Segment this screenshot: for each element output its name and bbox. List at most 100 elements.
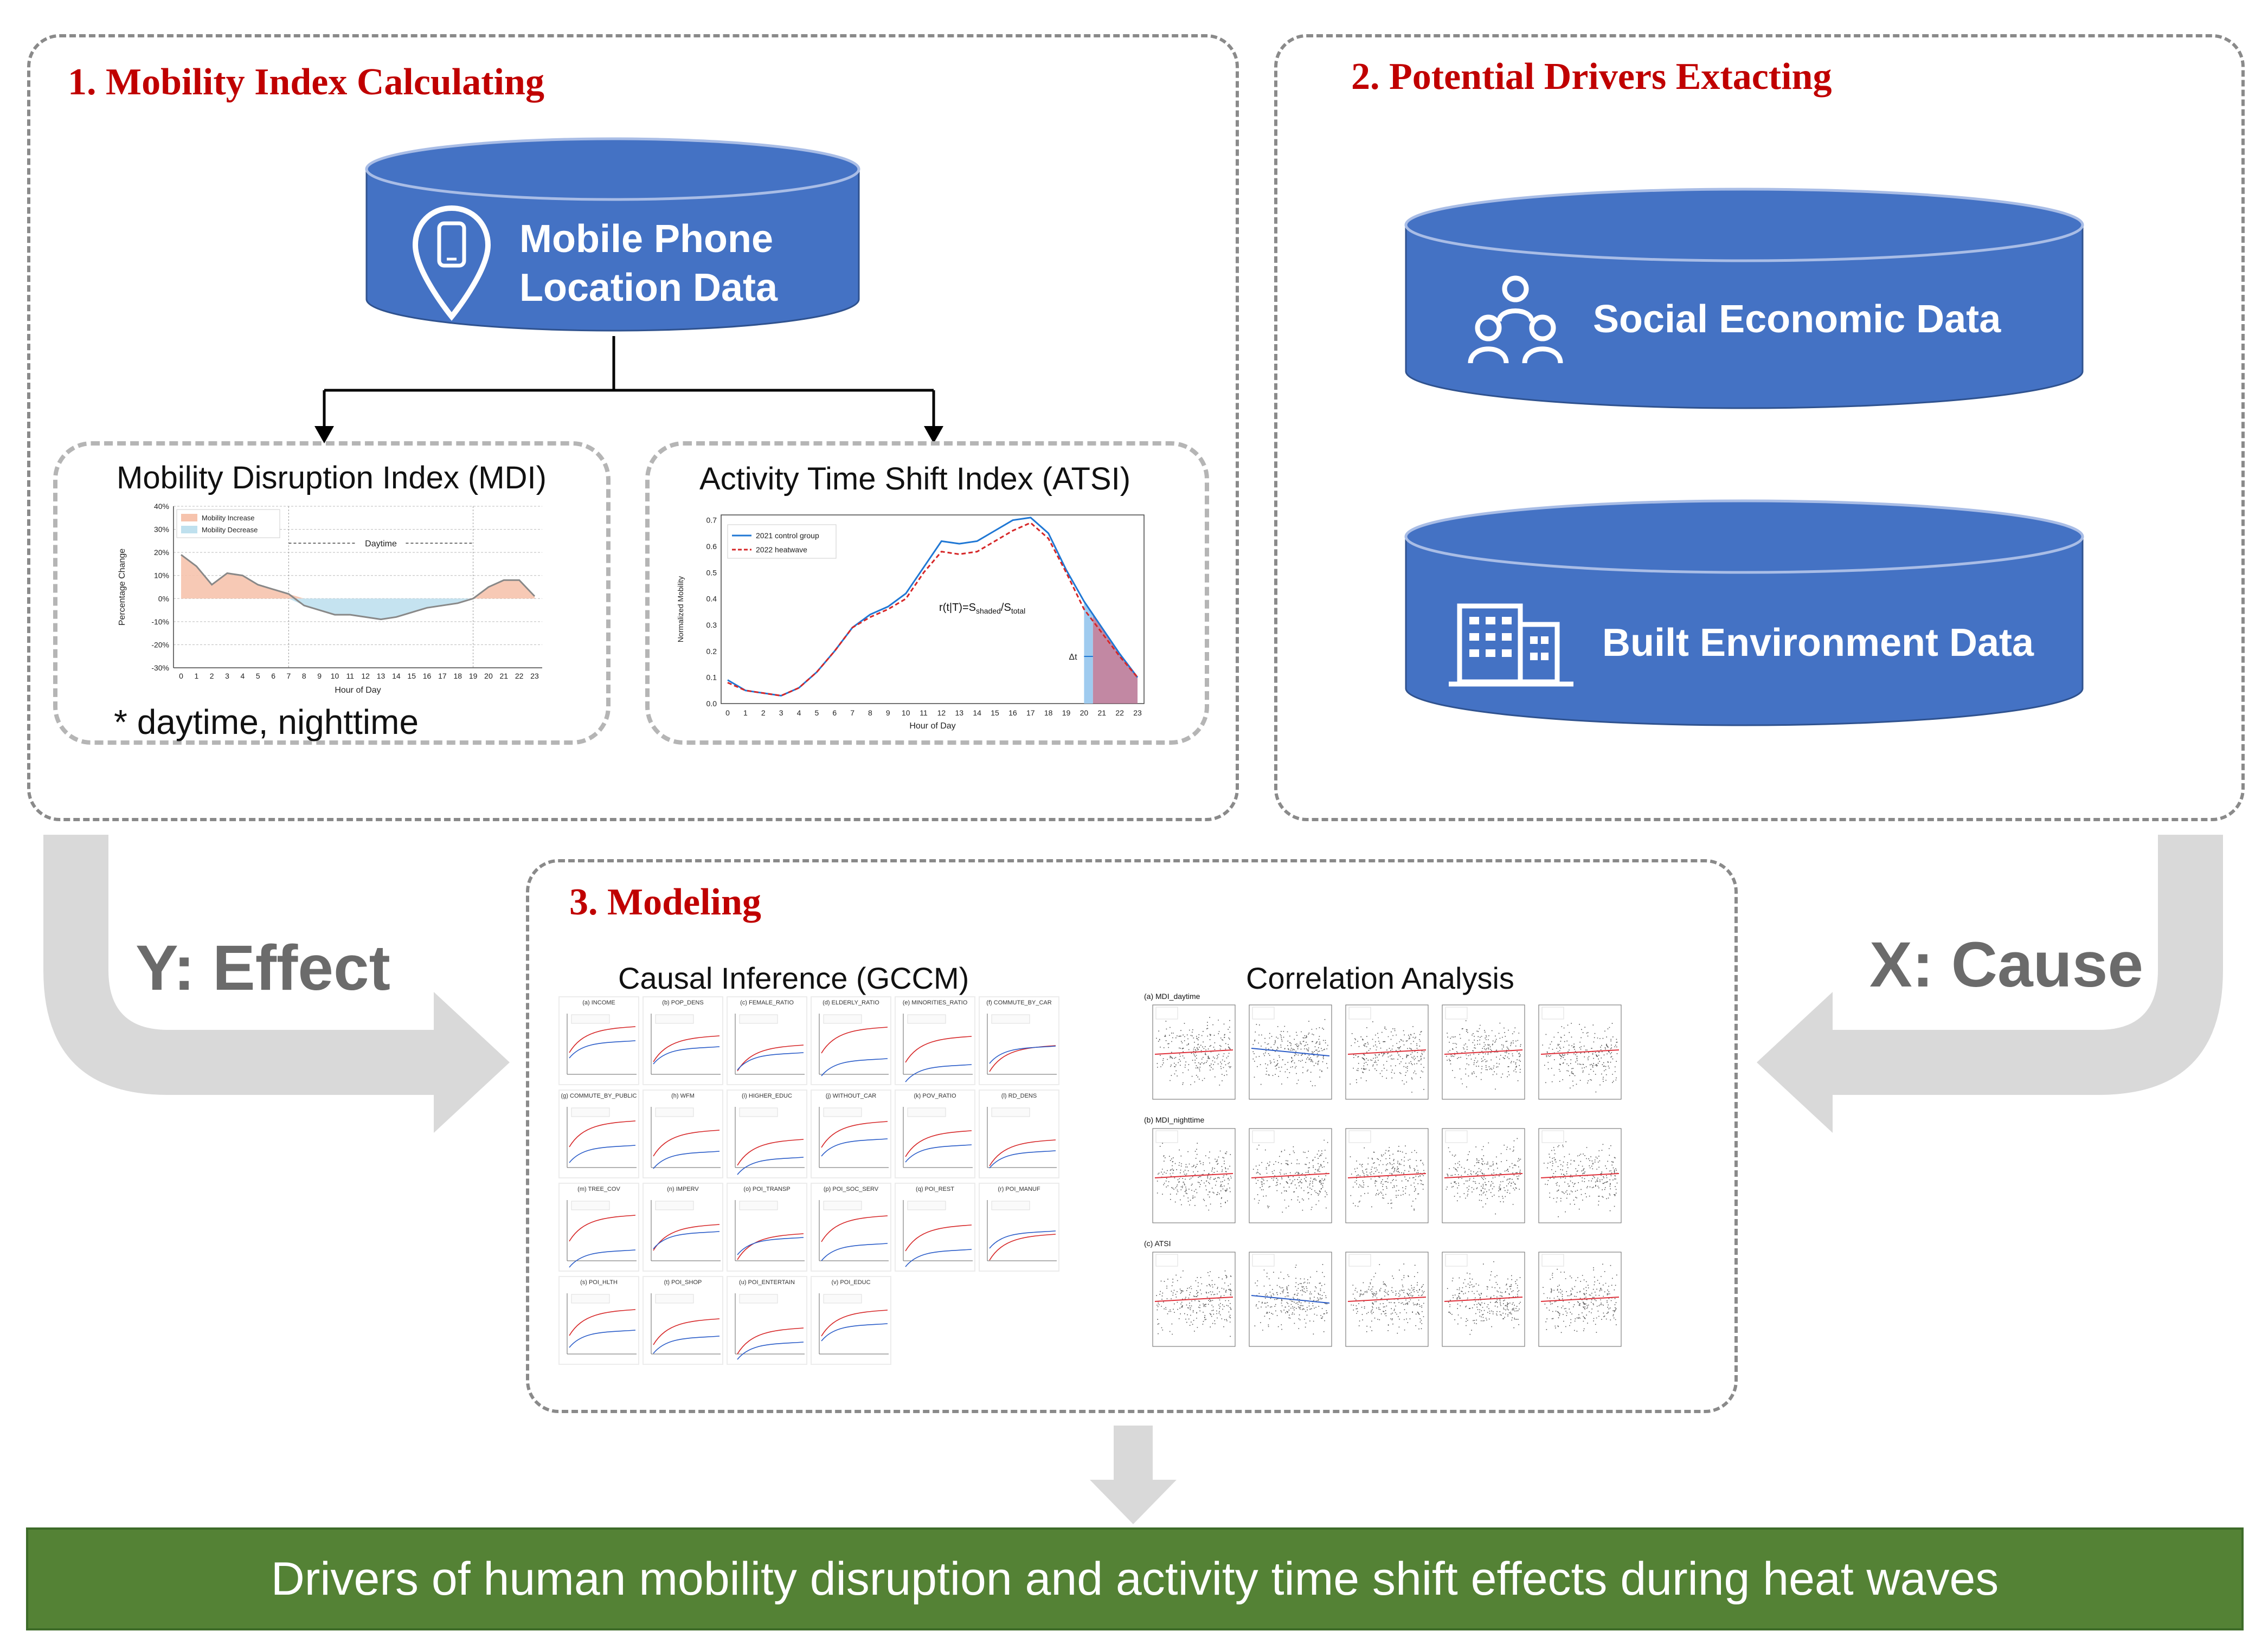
atsi-ytick-label: 0.7 (706, 516, 717, 525)
gccm-curve-red (569, 1120, 636, 1147)
atsi-xtick-label: 21 (1097, 708, 1106, 717)
corr-scatter-points (1544, 1141, 1618, 1217)
gccm-legend (991, 1014, 1030, 1024)
corr-legend (1445, 1007, 1468, 1020)
mdi-xtick-label: 1 (194, 672, 198, 680)
corr-scatter-points (1447, 1261, 1521, 1335)
gccm-curve-blue (653, 1151, 720, 1169)
mdi-xtick-label: 17 (438, 672, 447, 680)
corr-fit-line (1347, 1173, 1427, 1178)
atsi-ytick-label: 0.4 (706, 595, 717, 603)
corr-scatter-panel (1152, 1252, 1236, 1347)
mdi-ytick-label: 40% (154, 502, 169, 511)
mdi-ytick-label: 10% (154, 571, 169, 580)
mdi-ytick-label: -10% (151, 617, 169, 626)
atsi-xtick-label: 22 (1115, 708, 1124, 717)
gccm-panel-title: (r) POI_MANUF (998, 1186, 1040, 1192)
gccm-curve-blue (737, 1157, 804, 1175)
corr-row-label: (c) ATSI (1144, 1239, 1171, 1248)
gccm-panel: (h) WFM (643, 1089, 723, 1178)
gccm-panel-title: (t) POI_SHOP (664, 1279, 702, 1286)
corr-fit-line (1347, 1049, 1427, 1055)
gccm-panel-plot (819, 1293, 889, 1355)
gccm-legend (823, 1201, 862, 1210)
mdi-legend-increase-swatch (181, 514, 197, 521)
corr-legend (1348, 1130, 1371, 1143)
mdi-xtick-label: 2 (210, 672, 214, 680)
atsi-ytick-label: 0.3 (706, 621, 717, 629)
mdi-xtick-label: 19 (469, 672, 478, 680)
mdi-legend-decrease-swatch (181, 526, 197, 533)
atsi-xtick-label: 23 (1133, 708, 1142, 717)
gccm-curve-blue (905, 1144, 972, 1163)
atsi-xtick-label: 8 (868, 708, 872, 717)
gccm-panel: (c) FEMALE_RATIO (727, 996, 807, 1085)
corr-legend (1252, 1007, 1275, 1020)
gccm-panel-plot (735, 1200, 805, 1261)
gccm-panel: (m) TREE_COV (558, 1183, 639, 1272)
gccm-panel: (e) MINORITIES_RATIO (895, 996, 975, 1085)
corr-legend (1541, 1007, 1564, 1020)
gccm-panel-title: (g) COMMUTE_BY_PUBLIC (561, 1093, 637, 1099)
corr-scatter-panel (1249, 1252, 1332, 1347)
gccm-curve-red (989, 1139, 1056, 1166)
gccm-curve-blue (821, 1323, 888, 1342)
gccm-legend (571, 1014, 610, 1024)
mdi-legend-decrease-label: Mobility Decrease (202, 526, 258, 534)
mdi-daytime-label-bg (356, 537, 406, 549)
atsi-ytick-label: 0.0 (706, 699, 717, 708)
corr-scatter-panel (1249, 1128, 1332, 1223)
gccm-curve-blue (821, 1058, 888, 1076)
panel-potential-drivers (1274, 34, 2245, 821)
gccm-panel-title: (m) TREE_COV (577, 1186, 620, 1192)
atsi-xtick-label: 7 (850, 708, 854, 717)
corr-fit-line (1251, 1295, 1330, 1304)
social-economic-label: Social Economic Data (1593, 298, 2001, 341)
gccm-panel-plot (651, 1014, 721, 1075)
gccm-panel-plot (735, 1107, 805, 1175)
buildings-icon (1449, 603, 1573, 687)
gccm-curve-red (821, 1215, 888, 1242)
gccm-panel-plot (567, 1293, 637, 1355)
gccm-panel-plot (735, 1293, 805, 1360)
gccm-legend (655, 1294, 694, 1304)
gccm-curve-red (737, 1045, 804, 1072)
gccm-legend (571, 1201, 610, 1210)
gccm-legend (739, 1201, 778, 1210)
mdi-note: * daytime, nighttime (114, 702, 419, 742)
gccm-panel: (v) POI_EDUC (811, 1276, 891, 1365)
gccm-legend (823, 1294, 862, 1304)
atsi-xtick-label: 0 (725, 708, 730, 717)
mdi-xtick-label: 21 (500, 672, 509, 680)
formula-mid: /S (1000, 602, 1011, 614)
gccm-curve-red (821, 1027, 888, 1054)
corr-fit-line (1251, 1173, 1330, 1178)
gccm-panel-plot (819, 1107, 889, 1168)
corr-scatter-panel (1345, 1128, 1429, 1223)
atsi-subpanel (645, 441, 1209, 745)
mobile-phone-label-1: Mobile Phone (519, 217, 773, 261)
corr-scatter-panel (1249, 1004, 1332, 1100)
gccm-panel-plot (567, 1200, 637, 1268)
gccm-title: Causal Inference (GCCM) (618, 961, 969, 995)
mdi-ytick-label: 20% (154, 548, 169, 557)
atsi-xlabel: Hour of Day (909, 721, 955, 731)
corr-scatter-panel (1442, 1004, 1525, 1100)
atsi-legend-label: 2022 heatwave (756, 545, 807, 554)
effect-label: Y: Effect (136, 932, 390, 1004)
mdi-title: Mobility Disruption Index (MDI) (117, 460, 547, 495)
gccm-curve-blue (653, 1231, 720, 1249)
mdi-xtick-label: 23 (530, 672, 539, 680)
corr-legend (1541, 1254, 1564, 1267)
corr-fit-line (1444, 1173, 1523, 1178)
gccm-curve-red (653, 1318, 720, 1345)
corr-legend (1155, 1254, 1178, 1267)
gccm-panel: (k) POV_RATIO (895, 1089, 975, 1178)
gccm-panel-title: (a) INCOME (582, 1000, 615, 1006)
corr-scatter-panel (1538, 1252, 1622, 1347)
mdi-xtick-label: 9 (317, 672, 322, 680)
corr-fit-line (1154, 1297, 1233, 1302)
corr-scatter-panel (1442, 1252, 1525, 1347)
corr-row-label: (b) MDI_nighttime (1144, 1116, 1205, 1124)
